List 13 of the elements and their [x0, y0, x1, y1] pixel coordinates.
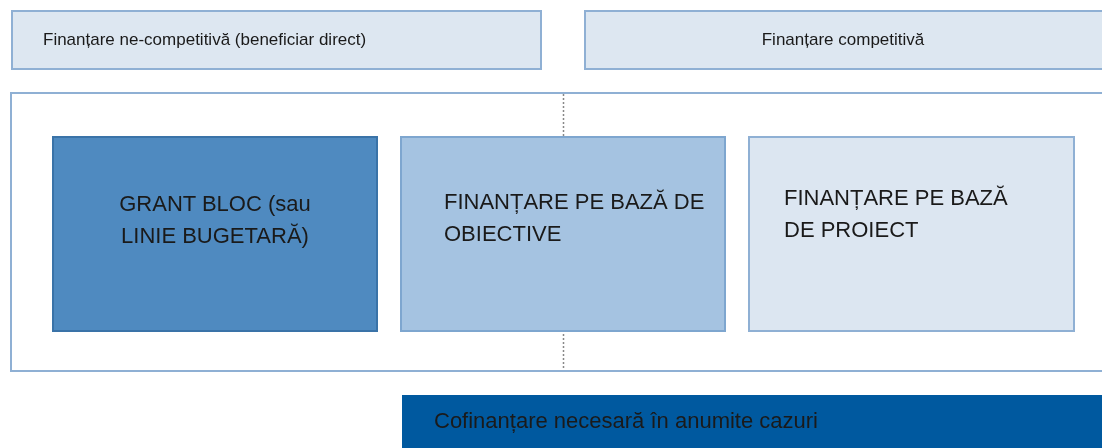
container-box: [10, 92, 1102, 372]
funding-box: [748, 136, 1075, 332]
header-box: [11, 10, 542, 70]
label-text: FINANȚARE PE BAZĂ DE OBIECTIVE: [444, 188, 706, 248]
header-box: [584, 10, 1102, 70]
label-text: Finanțare competitivă: [760, 28, 926, 51]
cofinancing-bar: [402, 395, 1102, 448]
funding-box: [52, 136, 378, 332]
label-text: Finanțare ne-competitivă (beneficiar direct): [43, 28, 368, 51]
label-text: FINANȚARE PE BAZĂ DE PROIECT: [784, 184, 1009, 244]
label-text: Cofinanțare necesară în anumite cazuri: [434, 407, 819, 436]
label-text: GRANT BLOC (sau LINIE BUGETARĂ): [118, 190, 312, 250]
funding-box: [400, 136, 726, 332]
